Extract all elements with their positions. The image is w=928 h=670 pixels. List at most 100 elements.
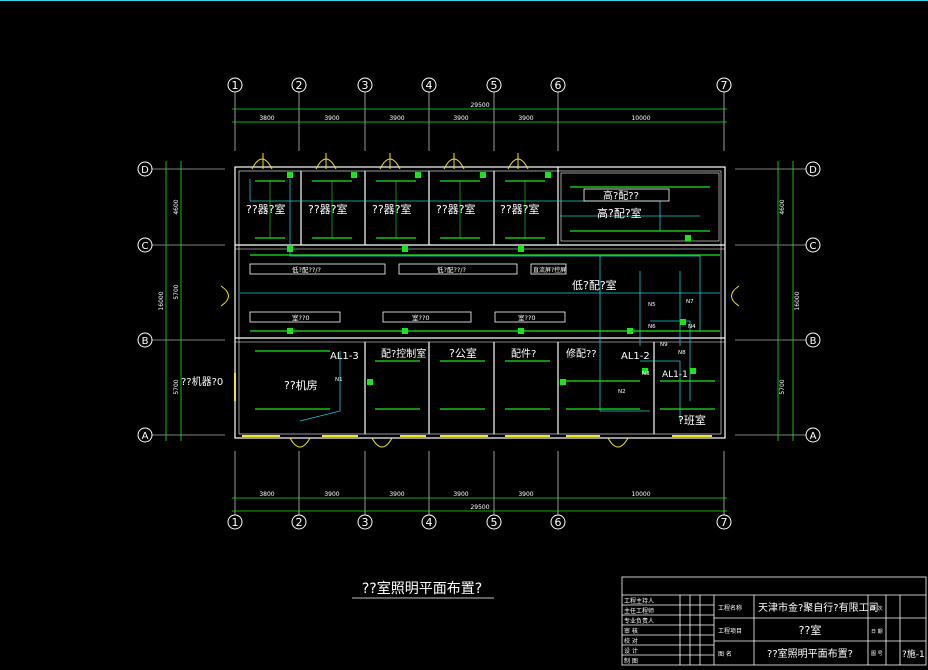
room-labels: ??器?室 ??器?室 ??器?室 ??器?室 ??器?室 高?配?? 高?配?… [181, 189, 706, 427]
doors [220, 153, 740, 448]
axis-label: A [142, 431, 149, 442]
room-label: 低?配?室 [572, 278, 617, 292]
room-label: ??机器?0 [181, 375, 223, 388]
axis-label: 6 [555, 79, 562, 92]
tb-row: 审 核 [624, 627, 638, 635]
windows [234, 373, 712, 437]
tb-label-company: 工程名称 [718, 604, 742, 612]
plan-title: ??室照明平面布置? [362, 580, 482, 597]
dim-seg: 3900 [453, 491, 468, 498]
room-label: 配?控制室 [381, 347, 426, 360]
dim-total-bottom: 29500 [470, 504, 489, 511]
axis-label: 3 [362, 516, 369, 529]
axis-label: B [810, 336, 817, 347]
room-label: 高?配?? [603, 189, 639, 202]
circuit-label: N9 [660, 342, 668, 348]
axis-label: 3 [362, 79, 369, 92]
axis-bubbles-right: D C B A [805, 161, 821, 443]
dim-seg: 3900 [324, 115, 339, 122]
axis-bubbles-left: D C B A [137, 161, 153, 443]
tb-company: 天津市金?聚自行?有限工司 [758, 601, 879, 614]
dim-seg: 3900 [453, 115, 468, 122]
fixture-nodes [287, 172, 696, 385]
room-label: ??器?室 [436, 202, 476, 216]
dim-seg: 3900 [389, 491, 404, 498]
dim-seg: 3800 [259, 115, 274, 122]
axis-label: 6 [555, 516, 562, 529]
tb-row: 设 计 [624, 647, 638, 655]
dim-left-part: 5700 [173, 284, 180, 299]
circuit-label: N2 [618, 389, 626, 395]
axis-label: A [810, 431, 817, 442]
dim-right-overall: 16000 [794, 291, 801, 310]
axis-label: 4 [426, 79, 433, 92]
axis-label: 2 [296, 79, 303, 92]
tb-row: 工程主持人 [624, 597, 654, 605]
axis-label: 5 [491, 516, 498, 529]
room-label: 配件? [511, 348, 536, 360]
room-label: ?公室 [449, 346, 477, 360]
dim-right-part: 4600 [779, 199, 786, 214]
title-block-text: 工程主持人 主任工程师 专业负责人 审 核 校 对 设 计 制 图 工程名称 天… [624, 597, 925, 665]
room-label: 室??0 [518, 313, 536, 322]
circuit-label: N7 [686, 299, 694, 305]
axis-label: 7 [721, 516, 728, 529]
dim-right-part: 5700 [779, 379, 786, 394]
panel-label: AL1-2 [621, 351, 650, 362]
tb-label-no: 图 号 [871, 651, 883, 657]
room-label: 修配?? [566, 347, 597, 360]
room-label: 直流屏?控屏 [533, 266, 566, 274]
room-label: 室??0 [412, 313, 430, 322]
tb-row: 校 对 [624, 637, 638, 645]
axis-label: 1 [232, 79, 239, 92]
tb-label-ver: 版 次 [871, 605, 883, 612]
dim-left-part: 4600 [173, 199, 180, 214]
dimension-right: 4600 5700 16000 [777, 161, 801, 441]
dimension-top: 29500 3800 3900 3900 3900 3900 10000 [232, 102, 727, 123]
circuit-label: N6 [648, 324, 656, 330]
room-label: 低?配??/? [292, 265, 321, 274]
dim-total-top: 29500 [470, 102, 489, 109]
dim-left-part: 5700 [173, 379, 180, 394]
tb-row: 主任工程师 [624, 607, 654, 615]
room-label: ??机房 [284, 378, 318, 392]
drawing-title: ??室照明平面布置? [352, 580, 494, 599]
dimension-bottom: 3800 3900 3900 3900 3900 10000 29500 [232, 491, 727, 512]
tb-label-sheet: 图 名 [718, 650, 732, 658]
circuit-label: N4 [688, 324, 696, 330]
circuit-labels: N1 N2 N3 N4 N5 N6 N7 N8 N9 [335, 299, 696, 395]
room-label: 室??0 [292, 313, 310, 322]
room-label: ??器?室 [500, 202, 540, 216]
axis-label: C [810, 241, 817, 252]
circuit-label: N1 [335, 377, 343, 383]
axis-label: 7 [721, 79, 728, 92]
tb-row: 制 图 [624, 657, 638, 665]
axis-label: 4 [426, 516, 433, 529]
building-walls [234, 166, 726, 439]
tb-row: 专业负责人 [624, 617, 654, 625]
dim-seg: 3900 [389, 115, 404, 122]
dim-seg: 3900 [324, 491, 339, 498]
room-label: ?班室 [678, 413, 706, 427]
axis-bubbles-bottom: 1 2 3 4 5 6 7 [227, 514, 732, 530]
axis-label: D [141, 165, 149, 176]
axis-bubbles-top: 1 2 3 4 5 6 7 [227, 77, 732, 93]
axis-label: 5 [491, 79, 498, 92]
panel-label: AL1-3 [330, 351, 359, 362]
tb-label-project: 工程项目 [718, 627, 742, 635]
room-label: ??器?室 [246, 202, 286, 216]
lighting-fixtures [250, 180, 720, 410]
tb-project: ??室 [799, 623, 822, 637]
room-label: 高?配?室 [597, 206, 642, 220]
axis-guides [152, 92, 806, 515]
room-label: ??器?室 [372, 202, 412, 216]
dimension-left: 16000 4600 5700 5700 [158, 161, 182, 441]
dim-seg: 3800 [259, 491, 274, 498]
tb-label-date: 日 期 [871, 629, 883, 635]
panel-label: AL1-1 [662, 370, 688, 380]
panel-labels: AL1-3 AL1-2 AL1-1 [330, 351, 688, 380]
tb-sheet-title: ??室照明平面布置? [767, 647, 853, 660]
circuit-label: N3 [642, 371, 650, 377]
